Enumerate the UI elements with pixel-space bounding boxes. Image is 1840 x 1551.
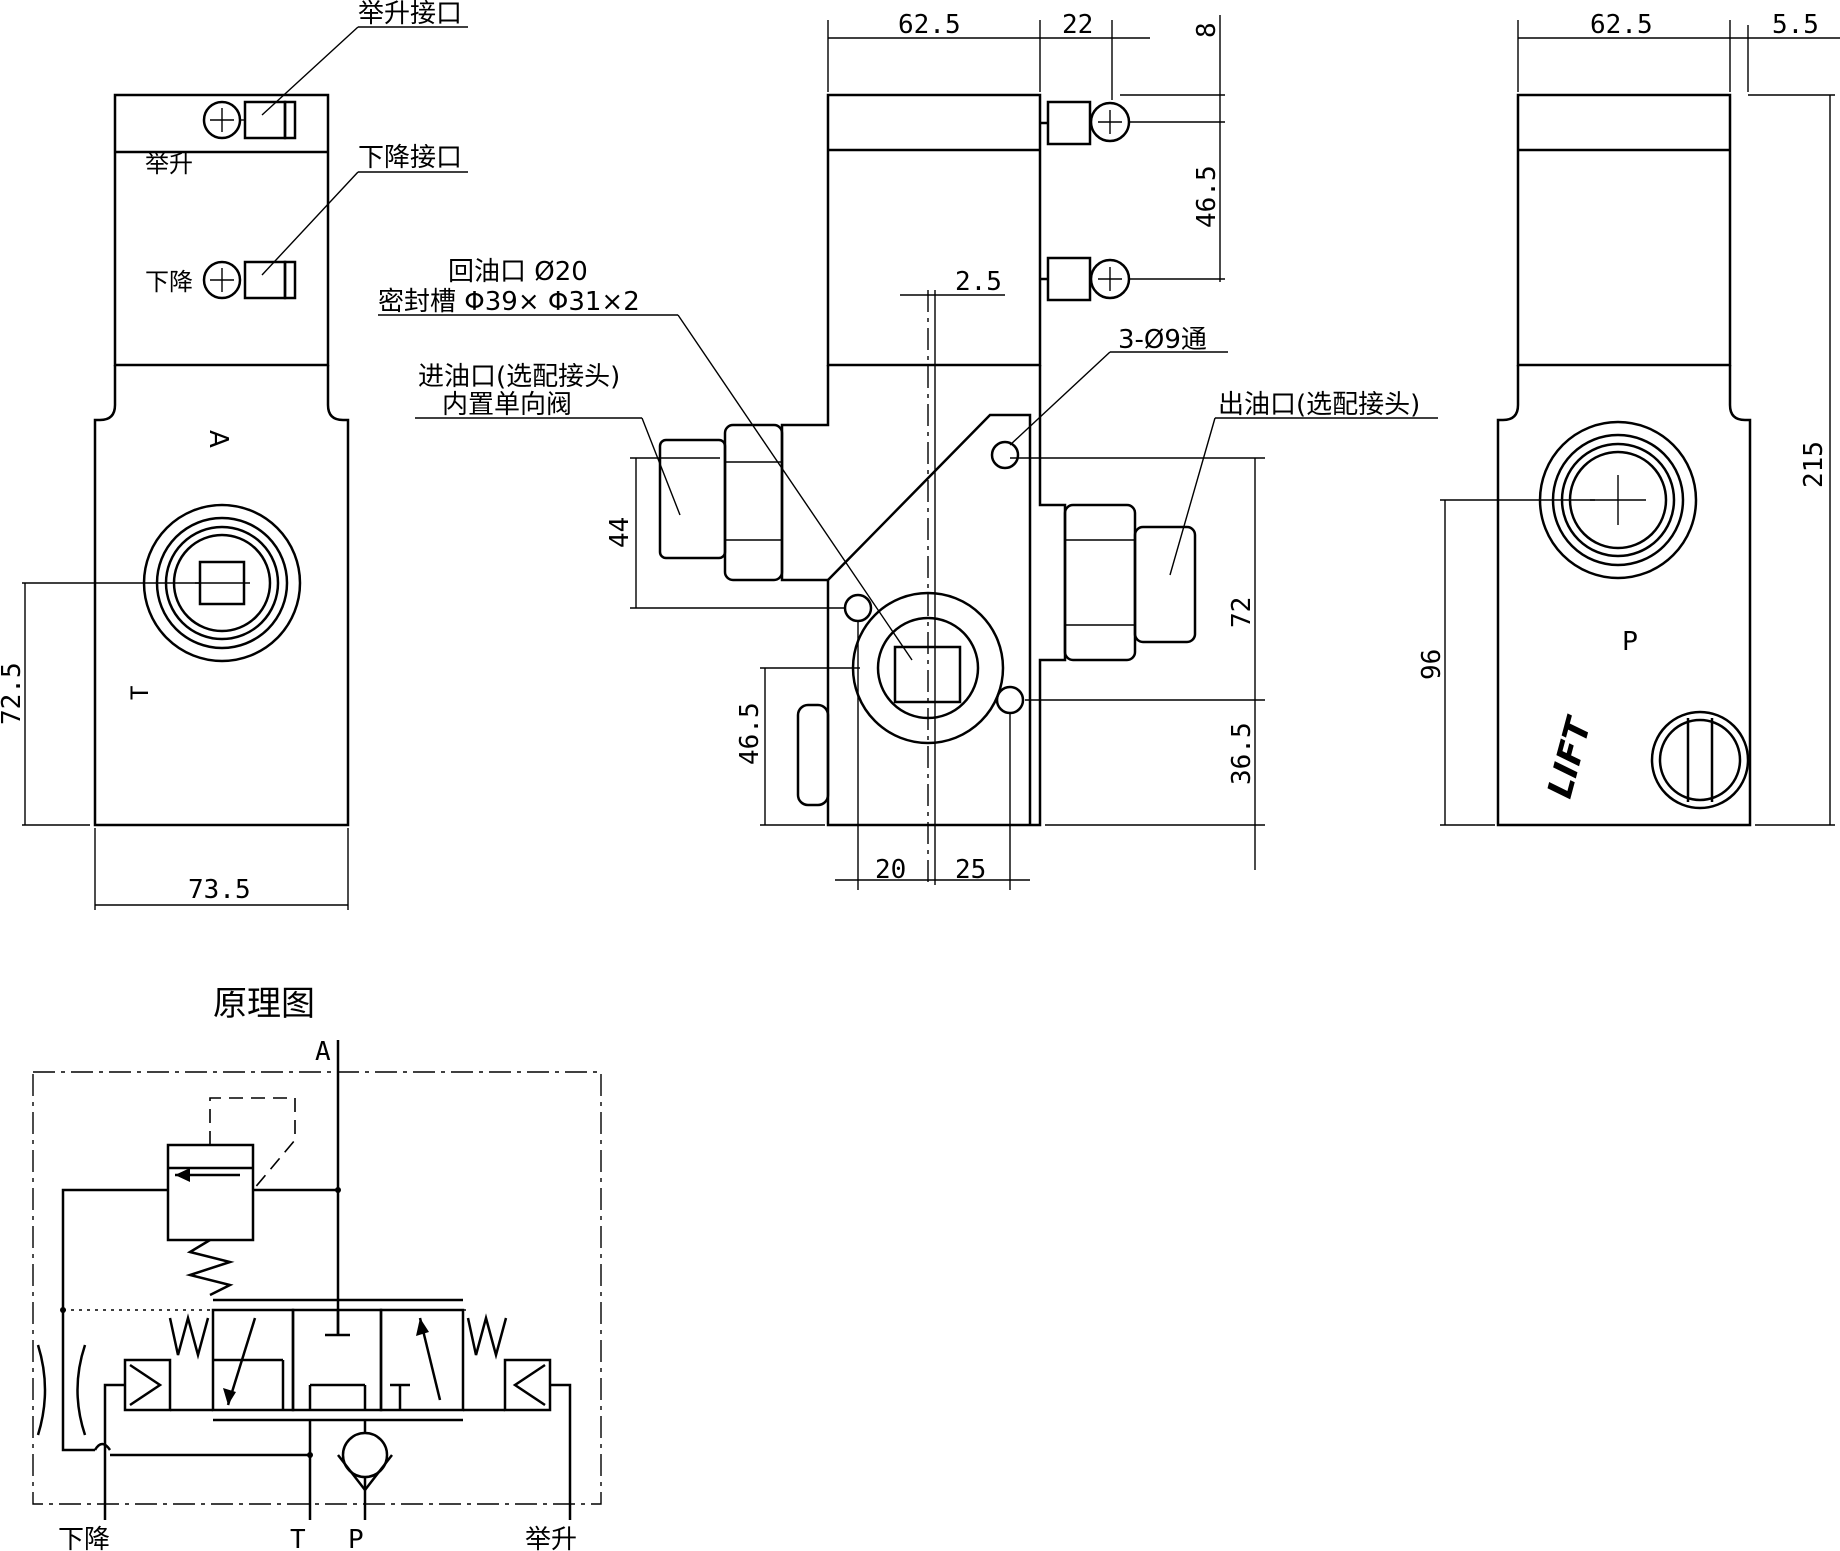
side-width-dim: 62.5 bbox=[898, 10, 961, 40]
right-width-dim: 62.5 bbox=[1590, 10, 1653, 40]
right-height-dim: 96 bbox=[1417, 649, 1447, 680]
schematic-lift-label: 举升 bbox=[525, 1525, 577, 1551]
port-a-label: A bbox=[315, 1037, 331, 1067]
outlet-span-dim: 72 bbox=[1227, 597, 1257, 628]
outlet-fitting bbox=[1063, 503, 1197, 662]
side-view: 62.5 22 8 46.5 2.5 44 72 36.5 46.5 20 25 bbox=[378, 10, 1438, 890]
bottom-left-dim: 20 bbox=[875, 855, 906, 885]
left-height-dim: 46.5 bbox=[735, 702, 765, 765]
bottom-right-dim: 25 bbox=[955, 855, 986, 885]
right-offset-dim: 5.5 bbox=[1772, 10, 1819, 40]
hole-top bbox=[990, 440, 1020, 470]
hole-bottom bbox=[995, 685, 1025, 715]
side-right-dim: 22 bbox=[1062, 10, 1093, 40]
lift-fitting bbox=[202, 100, 297, 140]
lift-port-label: 举升接口 bbox=[358, 0, 462, 29]
port-spacing-dim: 46.5 bbox=[1192, 165, 1222, 228]
outlet-port-label: 出油口(选配接头) bbox=[1218, 390, 1420, 420]
return-port-label: 回油口 Ø20 bbox=[448, 257, 588, 287]
inlet-size-dim: 44 bbox=[605, 517, 635, 548]
lower-span-dim: 36.5 bbox=[1227, 722, 1257, 785]
inlet-fitting bbox=[658, 423, 784, 582]
schematic-lower-label: 下降 bbox=[58, 1525, 110, 1551]
hydraulic-schematic: 原理图 A bbox=[32, 984, 602, 1551]
port-t-label: T bbox=[290, 1525, 306, 1551]
a-mark: A bbox=[203, 430, 233, 448]
inlet-port-label: 进油口(选配接头) bbox=[418, 362, 620, 392]
front-view: 举升 下降 A T 72.5 73.5 举升接口 下降接口 bbox=[0, 0, 468, 910]
front-width-dim: 73.5 bbox=[188, 875, 251, 905]
t-mark-front: T bbox=[126, 686, 154, 700]
check-valve-label: 内置单向阀 bbox=[442, 390, 572, 420]
hole-left bbox=[843, 593, 873, 623]
lower-mark: 下降 bbox=[145, 268, 193, 296]
top-gap-dim: 8 bbox=[1192, 22, 1222, 38]
right-view: P LIFT 62.5 5.5 215 96 bbox=[1417, 10, 1840, 827]
seal-groove-label: 密封槽 Φ39× Φ31×2 bbox=[378, 287, 640, 317]
p-mark-right: P bbox=[1622, 627, 1638, 657]
through-holes-label: 3-Ø9通 bbox=[1118, 325, 1207, 355]
port-p-label: P bbox=[348, 1525, 364, 1551]
side-lift-fitting bbox=[1040, 100, 1131, 146]
total-height-dim: 215 bbox=[1799, 441, 1829, 488]
lower-port-label: 下降接口 bbox=[358, 143, 462, 173]
lower-fitting bbox=[202, 260, 297, 300]
front-height-dim: 72.5 bbox=[0, 662, 27, 725]
side-lower-fitting bbox=[1040, 256, 1131, 302]
lift-mark: 举升 bbox=[145, 150, 193, 178]
schematic-title: 原理图 bbox=[213, 984, 315, 1024]
small-gap-dim: 2.5 bbox=[955, 267, 1002, 297]
lift-logo: LIFT bbox=[1540, 711, 1600, 802]
plug-screw bbox=[1650, 710, 1750, 810]
